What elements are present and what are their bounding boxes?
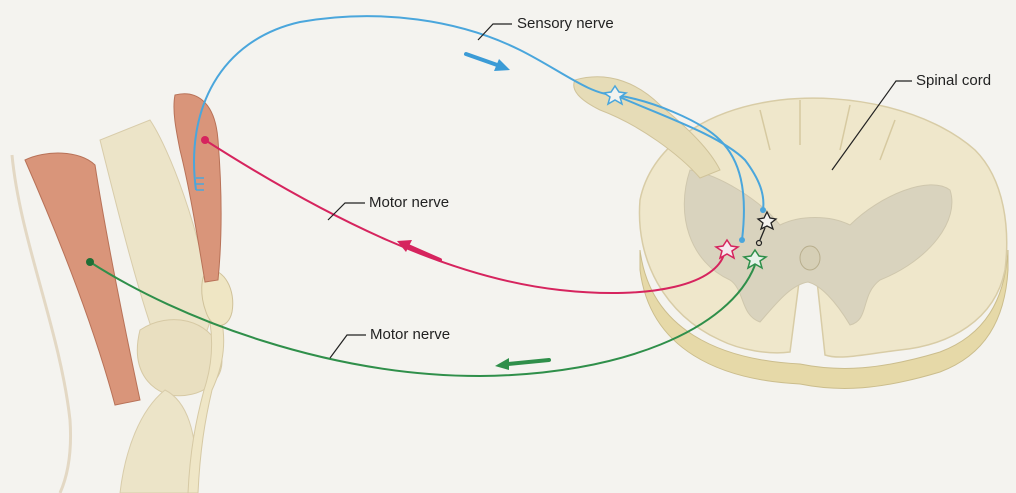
leg-illustration bbox=[12, 94, 233, 493]
motor-nerve-upper-label: Motor nerve bbox=[369, 195, 449, 210]
motor-direction-arrow-icon bbox=[495, 358, 549, 370]
motor-nerve-lower-label: Motor nerve bbox=[370, 327, 450, 342]
shin-bone bbox=[120, 390, 196, 493]
motor-nerve-upper-terminal bbox=[201, 136, 209, 144]
central-canal bbox=[800, 246, 820, 270]
sensory-direction-arrow-icon bbox=[466, 54, 510, 71]
sensory-nerve-leader-line bbox=[478, 24, 512, 40]
motor-nerve-lower-leader-line bbox=[330, 335, 366, 358]
motor-nerve-lower-terminal bbox=[86, 258, 94, 266]
sensory-terminal bbox=[739, 237, 745, 243]
sensory-terminal bbox=[760, 207, 766, 213]
motor-nerve-upper-leader-line bbox=[328, 203, 365, 220]
motor-direction-arrow-icon bbox=[397, 240, 440, 260]
sensory-nerve-label: Sensory nerve bbox=[517, 16, 614, 31]
spinal-cord-cross-section bbox=[574, 77, 1008, 389]
spinal-cord-label: Spinal cord bbox=[916, 73, 991, 88]
